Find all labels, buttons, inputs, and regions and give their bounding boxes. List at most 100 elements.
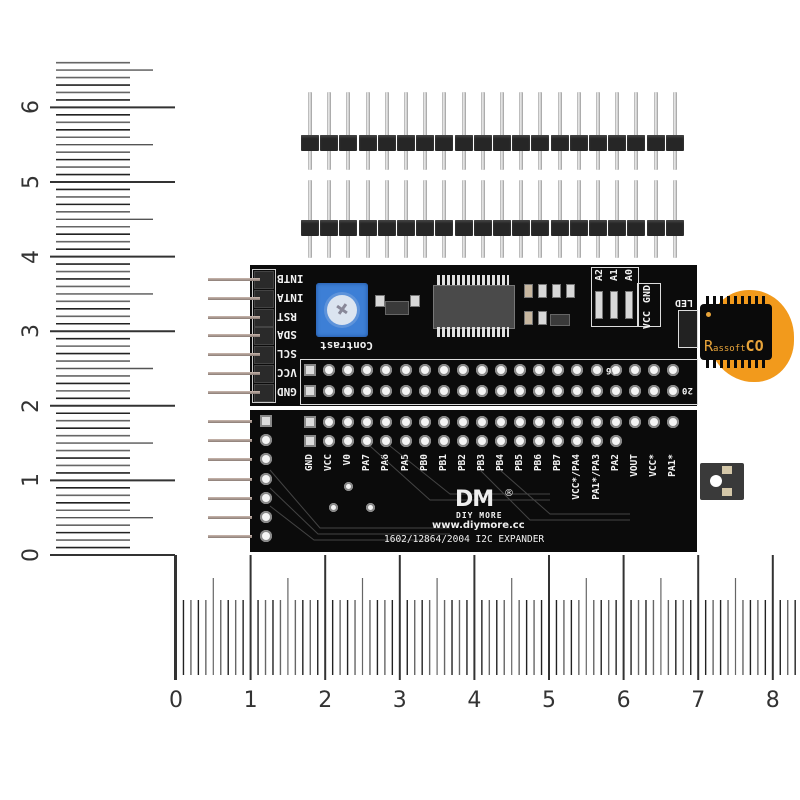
header-housing (665, 220, 684, 236)
header-pin (538, 92, 543, 170)
header-hole (666, 385, 679, 397)
left-pin (208, 420, 252, 423)
smd-component (410, 295, 420, 307)
lcd-hole (437, 435, 450, 447)
led-jumper[interactable] (678, 310, 698, 348)
header-housing (301, 220, 319, 236)
header-hole (533, 364, 546, 376)
jumper-contact (722, 488, 732, 496)
edge-hole (260, 530, 272, 543)
header-housing (627, 135, 646, 151)
expander-ic-chip (433, 275, 515, 337)
header-hole (475, 385, 488, 397)
horizontal-ruler-label: 6 (616, 688, 631, 713)
lcd-hole (323, 416, 336, 428)
header-pin (480, 180, 485, 258)
header-pin (519, 92, 524, 170)
left-pin-label: SCL (277, 347, 297, 361)
via (366, 503, 375, 512)
watermark-assoft: assoft (713, 344, 746, 354)
dm-logo: DM (455, 487, 494, 512)
header-housing (589, 220, 607, 236)
header-hole (418, 364, 431, 376)
smd-resistor (524, 284, 533, 298)
transistor-chip (550, 314, 570, 326)
contrast-potentiometer[interactable] (316, 283, 368, 337)
header-housing (320, 220, 339, 236)
transistor-chip (385, 301, 409, 315)
header-hole (590, 364, 603, 376)
watermark-text: RassoftCO (704, 336, 764, 355)
header-pin (461, 180, 466, 258)
header-pin (653, 180, 658, 258)
pin1-pad (304, 385, 316, 397)
header-pin (404, 92, 408, 170)
lcd-hole (609, 435, 622, 447)
lcd-hole (342, 416, 355, 428)
header-hole (437, 385, 450, 397)
header-housing (531, 135, 550, 151)
left-pin (208, 390, 260, 394)
header-pin (308, 180, 312, 258)
header-housing (589, 135, 607, 151)
left-pin-label: INTB (277, 272, 304, 285)
header-housing (377, 220, 396, 236)
lcd-hole (475, 435, 488, 447)
header-hole (571, 385, 584, 397)
header-pin (346, 92, 351, 170)
pin1-pad (304, 435, 316, 447)
lcd-hole (571, 416, 584, 428)
address-jumper-a1[interactable] (610, 291, 618, 319)
header-hole (571, 364, 584, 376)
horizontal-ruler-label: 5 (542, 688, 556, 713)
chip-icon: RassoftCO (700, 304, 772, 360)
header-pin (442, 180, 447, 258)
lcd-hole (514, 416, 527, 428)
header-pin (423, 180, 428, 258)
header-hole (456, 364, 469, 376)
header-pin (653, 92, 658, 170)
horizontal-ruler-label: 7 (691, 688, 706, 713)
header-hole (647, 385, 660, 397)
header-hole (495, 364, 507, 376)
header-hole (323, 364, 336, 376)
lcd-hole (323, 435, 336, 447)
row-marker-16: 16 (606, 365, 617, 375)
header-housing (512, 135, 531, 151)
left-pin (208, 516, 252, 519)
smd-resistor (552, 284, 561, 298)
header-pin (384, 180, 389, 258)
header-pin (596, 180, 600, 258)
edge-hole (260, 472, 272, 485)
address-label-a2: A2 (594, 269, 605, 282)
lcd-hole (552, 435, 565, 447)
power-label-box (637, 283, 661, 327)
header-hole (514, 364, 527, 376)
registered-mark: ® (504, 488, 514, 499)
jumper-contact (722, 466, 732, 474)
jumper-cap[interactable] (700, 463, 744, 500)
rassoft-watermark: RassoftCO (700, 290, 795, 382)
header-hole (666, 364, 679, 376)
header-pin (423, 92, 428, 170)
lcd-hole (495, 416, 507, 428)
smd-resistor (566, 284, 575, 298)
left-pin-label: SDA (277, 328, 297, 342)
lcd-hole (666, 416, 679, 428)
header-housing (569, 135, 588, 151)
header-hole (552, 385, 565, 397)
address-label-a0: A0 (624, 269, 635, 282)
header-pin (308, 92, 312, 170)
address-jumper-block (591, 267, 639, 327)
left-pin-label: INTA (277, 290, 304, 304)
header-hole (628, 364, 641, 376)
address-label-a1: A1 (609, 269, 620, 282)
header-housing (608, 220, 627, 236)
left-pin (208, 372, 260, 375)
header-housing (531, 220, 550, 236)
address-jumper-a0[interactable] (625, 291, 633, 319)
chip-legs-top (706, 296, 766, 304)
address-jumper-a2[interactable] (595, 291, 603, 319)
edge-hole (260, 415, 272, 427)
lcd-hole (437, 416, 450, 428)
